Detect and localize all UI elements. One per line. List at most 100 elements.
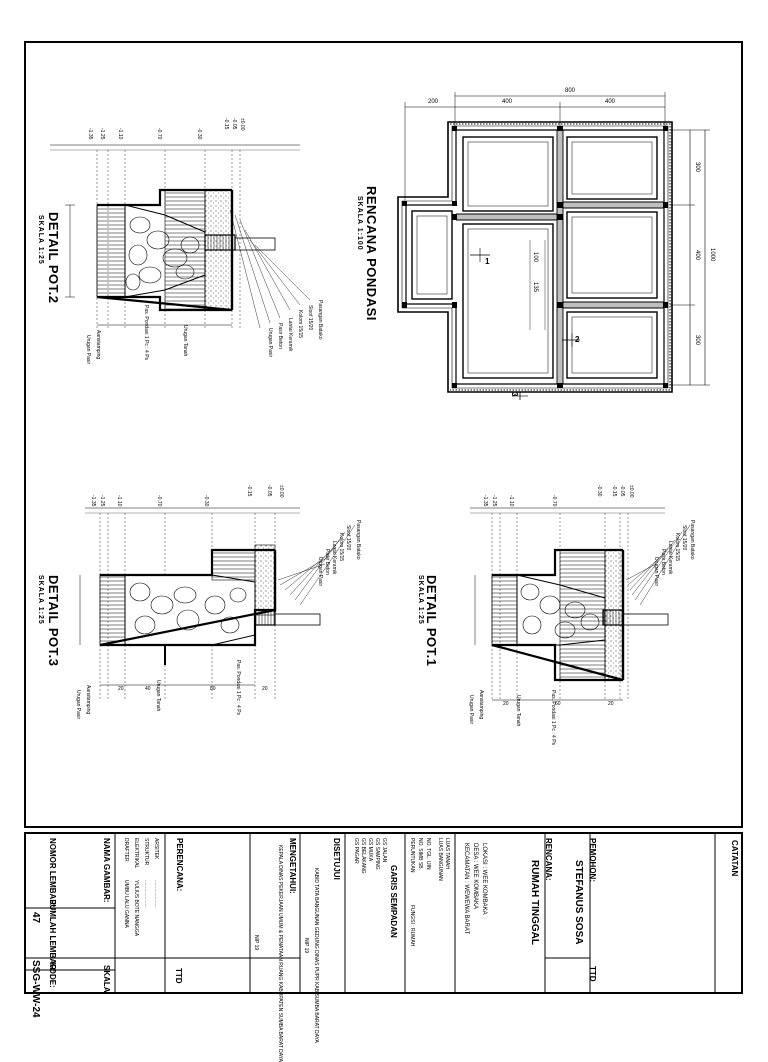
- tb-catatan: CATATAN: [730, 840, 739, 877]
- tb-mengetahui-text: KEPALA DINAS PEKERJAAN UMUM & PENATAAN R…: [277, 845, 283, 1062]
- tb-role-3: DRAFTER: [123, 838, 129, 862]
- pot2-level-7: ±0.00: [239, 118, 245, 131]
- section-mark-1: 1: [485, 257, 490, 266]
- pot3-level-2: -1.10: [116, 495, 122, 507]
- pot3-level-6: -0.05: [266, 485, 272, 497]
- pot1-label-urugan-pasir: Urugan Pasir: [653, 557, 659, 587]
- pot1-level-7: ±0.00: [628, 485, 634, 498]
- pot2-level-1: -1.25: [99, 128, 105, 140]
- tb-garis-4: GS PAGAR: [353, 838, 359, 864]
- foundation-plan: [397, 92, 710, 400]
- pot1-level-3: -0.70: [551, 495, 557, 507]
- pot2-label-keramik: Lantai Keramik: [287, 318, 293, 352]
- tb-nama-gambar-label: NAMA GAMBAR:: [102, 838, 111, 903]
- tb-role-2: ELEKTRIKAL: [133, 838, 139, 869]
- pot2-title: DETAIL POT.2: [46, 212, 61, 304]
- tb-kode-label: KODE:: [48, 962, 57, 988]
- pot1-level-4: -0.30: [596, 485, 602, 497]
- tb-kode-value: SSG-WW-24: [30, 960, 41, 1018]
- pot2-bottom-urugan: Urugan Pasir: [85, 335, 91, 365]
- pot3-bottom-tanah: Urugan Tanah: [155, 680, 161, 712]
- pot3-dim-0: 20: [118, 686, 124, 692]
- pot3-level-4: -0.30: [203, 495, 209, 507]
- pot2-label-pasir-beton: Pasir Beton: [277, 323, 283, 349]
- pot2-level-3: -0.70: [156, 128, 162, 140]
- title-block-frame: [24, 832, 743, 994]
- tb-name-0: ....................: [153, 880, 159, 908]
- tb-nomor-value: 47: [30, 912, 41, 924]
- tb-disetujui-text: KABID TATA BANGUNAN GEDUNG DINAS PUPR KA…: [313, 868, 319, 1043]
- title-block-lines: [25, 833, 716, 993]
- tb-info-2: NO. TGL. IJIN: [425, 838, 431, 870]
- detail-pot3-drawing: [79, 507, 356, 700]
- pot1-label-pasir-beton: Pasir Beton: [660, 549, 666, 575]
- pot3-level-0: -1.35: [90, 495, 96, 507]
- plan-title: RENCANA PONDASI: [364, 186, 379, 321]
- pot3-dim-3: 20: [262, 686, 268, 692]
- tb-garis-0: GS JALAN: [381, 838, 387, 863]
- pot1-dim-0: 20: [503, 701, 509, 707]
- tb-lokasi-0: LOKASI : WEE KOMBAKA: [481, 843, 487, 915]
- tb-ttd-perencana: TTD: [174, 968, 183, 984]
- plan-dim-r300a: 300: [694, 162, 700, 173]
- pot1-bottom-urugan: Urugan Pasir: [468, 695, 474, 725]
- pot2-scale: SKALA 1:25: [37, 215, 44, 265]
- pot2-label-urugan-pasir: Urugan Pasir: [267, 328, 273, 358]
- pot3-label-urugan-pasir: Urugan Pasir: [317, 557, 323, 587]
- plan-dim-400b: 400: [605, 99, 616, 105]
- detail-pot2-drawing: [50, 144, 311, 330]
- pot1-level-5: -0.15: [611, 485, 617, 497]
- plan-dim-inner1: 100: [532, 252, 538, 263]
- tb-skala-label: SKALA: [102, 965, 111, 993]
- tb-info-0: LUAS TANAH: [444, 838, 450, 869]
- tb-info-3: NO. SIMB SB.: [417, 838, 423, 870]
- plan-dim-inner2: 135: [532, 282, 538, 293]
- pot2-bottom-tanah: Urugan Tanah: [182, 325, 188, 357]
- pot1-level-2: -1.10: [508, 495, 514, 507]
- drawing-canvas: [24, 41, 743, 994]
- pot2-bottom-pondasi: Pas. Pondasi 1 Pc : 4 Ps: [143, 305, 149, 361]
- plan-dim-r400: 400: [694, 250, 700, 261]
- pot3-level-1: -1.25: [99, 495, 105, 507]
- pot1-level-0: -1.35: [482, 495, 488, 507]
- pot3-dim-1: 40: [145, 686, 151, 692]
- plan-dim-r300b: 300: [694, 335, 700, 346]
- pot3-bottom-urugan: Urugan Pasir: [75, 690, 81, 720]
- pot3-label-sloof: Sloof 15/20: [345, 525, 351, 551]
- tb-info-1: LUAS BANGUNAN: [437, 838, 443, 881]
- pot3-label-keramik: Lantai Keramik: [331, 541, 337, 575]
- tb-mengetahui: MENGETAHUI:: [288, 838, 297, 894]
- pot1-label-sloof: Sloof 15/20: [681, 525, 687, 551]
- pot1-dim-1: 60: [555, 701, 561, 707]
- plan-dim-r1000: 1000: [709, 248, 715, 262]
- tb-perencana-label: PERENCANA:: [175, 838, 184, 892]
- pot1-title: DETAIL POT.1: [424, 575, 439, 667]
- drawing-sheet: RENCANA PONDASI SKALA 1:100 800 200 400 …: [24, 41, 743, 1062]
- tb-role-0: ARSITEK: [153, 838, 159, 860]
- pot3-bottom-pondasi: Pas. Pondasi 1 Pc : 4 Ps: [235, 660, 241, 716]
- tb-lokasi-2: KECAMATAN : WEWEWA BARAT: [463, 843, 469, 935]
- pot3-scale: SKALA 1:25: [37, 575, 44, 625]
- pot1-bottom-aanstamping: Aanstamping: [478, 690, 484, 720]
- plan-dim-total: 800: [565, 88, 576, 94]
- pot3-label-kolom: Kolom 15/15: [338, 533, 344, 562]
- pot1-level-1: -1.25: [491, 495, 497, 507]
- tb-rencana-name: RUMAH TINGGAL: [529, 860, 540, 945]
- tb-garis-3: GS BELAKANG: [360, 838, 366, 874]
- tb-ttd-pemohon: TTD: [588, 966, 597, 982]
- tb-nip-2: NIP 19: [253, 935, 259, 951]
- tb-name-1: ....................: [143, 880, 149, 908]
- tb-info-4: PERUNTUKAN: [409, 838, 415, 873]
- plan-dim-400a: 400: [502, 99, 513, 105]
- pot2-bottom-aanstamping: Aanstamping: [95, 330, 101, 360]
- pot1-label-kolom: Kolom 15/15: [674, 533, 680, 562]
- tb-nip-1: NIP 19: [303, 938, 309, 954]
- tb-garis-1: GS SAMPING: [374, 838, 380, 870]
- tb-disetujui: DISETUJUI: [332, 838, 341, 880]
- pot2-level-2: -1.10: [117, 128, 123, 140]
- pot1-bottom-tanah: Urugan Tanah: [515, 695, 521, 727]
- detail-pot1-drawing: [470, 507, 691, 701]
- pot1-scale: SKALA 1:25: [417, 575, 424, 625]
- pot1-label-batako: Pasangan Batako: [689, 520, 695, 560]
- pot3-label-pasir-beton: Pasir Beton: [324, 549, 330, 575]
